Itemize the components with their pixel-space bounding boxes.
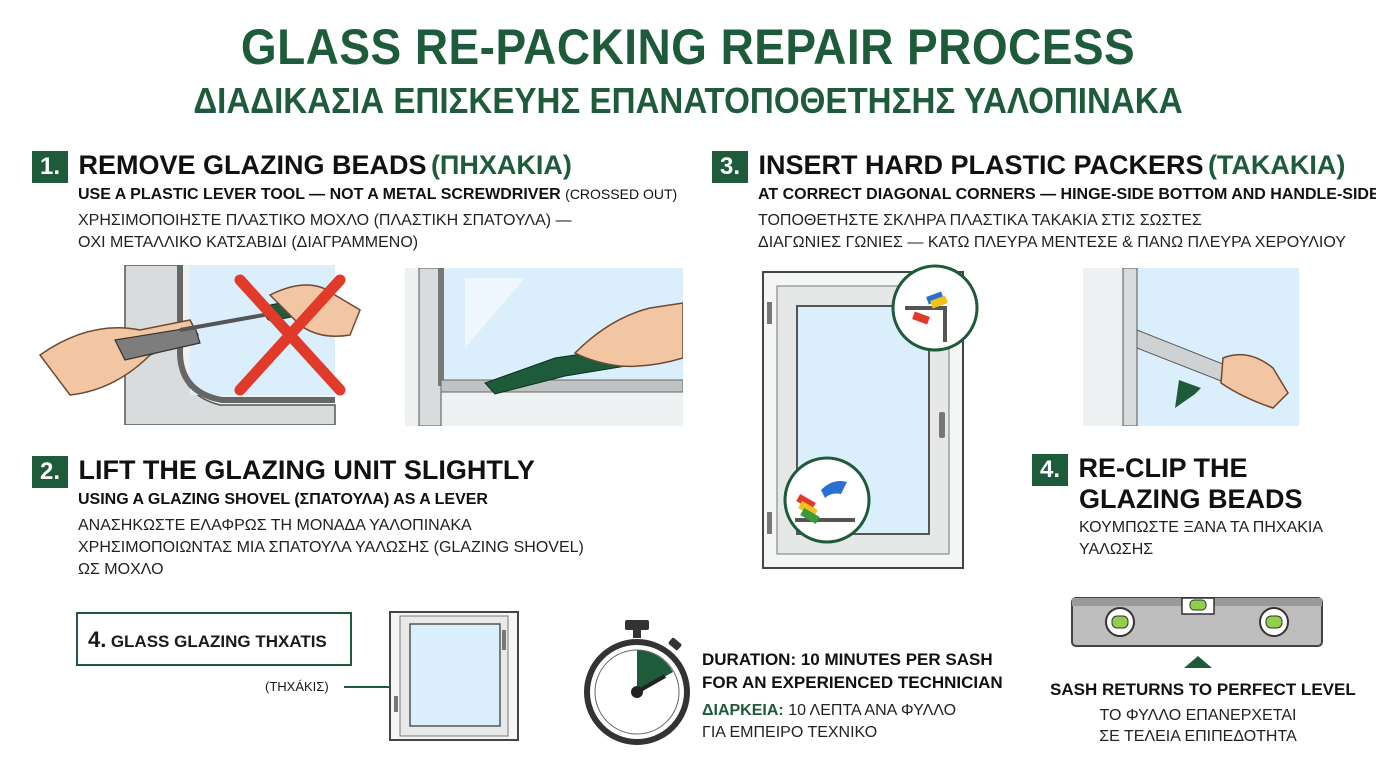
callout-label: GLASS GLAZING THXATIS <box>110 632 327 651</box>
step3-heading: INSERT HARD PLASTIC PACKERS <box>758 150 1204 180</box>
level-greek: ΤΟ ΦΥΛΛΟ ΕΠΑΝΕΡΧΕΤΑΙ ΣΕ ΤΕΛΕΙΑ ΕΠΙΠΕΔΟΤΗ… <box>1050 705 1346 747</box>
duration-english: DURATION: 10 MINUTES PER SASH FOR AN EXP… <box>702 648 1003 694</box>
step3-number: 3. <box>712 151 748 183</box>
callout-number: 4. <box>88 627 107 652</box>
duration-line2: FOR AN EXPERIENCED TECHNICIAN <box>702 673 1003 692</box>
plastic-lever-illustration <box>405 268 683 426</box>
step3-header: 3. INSERT HARD PLASTIC PACKERS (ΤΑΚΑΚΙΑ) <box>712 150 1345 183</box>
glazing-bead-callout: 4. GLASS GLAZING THXATIS <box>76 612 352 666</box>
step1-heading: REMOVE GLAZING BEADS <box>78 150 427 180</box>
reclip-bead-illustration <box>1083 268 1299 426</box>
level-english: SASH RETURNS TO PERFECT LEVEL <box>1050 680 1356 699</box>
spirit-level-icon <box>1071 597 1323 668</box>
step1-sub: USE A PLASTIC LEVER TOOL — NOT A METAL S… <box>78 186 677 204</box>
duration-greek: ΔΙΑΡΚΕΙΑ: 10 ΛΕΠΤΑ ΑΝΑ ΦΥΛΛΟ ΓΙΑ ΕΜΠΕΙΡΟ… <box>702 700 956 744</box>
duration-greek-line1: 10 ΛΕΠΤΑ ΑΝΑ ΦΥΛΛΟ <box>788 702 957 719</box>
step1-sub-text: USE A PLASTIC LEVER TOOL — NOT A METAL S… <box>78 186 561 203</box>
callout-arrow-label: (THXÁKIΣ) <box>265 679 329 694</box>
step1-header: 1. REMOVE GLAZING BEADS (ΠΗΧΑΚΙΑ) <box>32 150 572 183</box>
step2-header: 2. LIFT THE GLAZING UNIT SLIGHTLY <box>32 455 535 488</box>
step1-greek-line1: ΧΡΗΣΙΜΟΠΟΙΗΣΤΕ ΠΛΑΣΤΙΚΟ ΜΟΧΛΟ (ΠΛΑΣΤΙΚΗ … <box>78 212 572 229</box>
step2-sub: USING A GLAZING SHOVEL (ΣΠΑΤΟΥΛΑ) AS A L… <box>78 491 488 508</box>
step1-heading-greek: (ΠΗΧΑΚΙΑ) <box>430 150 572 180</box>
step4-greek-text: ΚΟΥΜΠΩΣΤΕ ΞΑΝΑ ΤΑ ΠΗΧΑΚΙΑ ΥΑΛΩΣΗΣ <box>1079 517 1323 561</box>
step2-number: 2. <box>32 456 68 488</box>
step1-greek-line2: ΟΧΙ ΜΕΤΑΛΛΙΚΟ ΚΑΤΣΑΒΙΔΙ (ΔΙΑΓΡΑΜΜΕΝΟ) <box>78 234 419 251</box>
step1-greek-text: ΧΡΗΣΙΜΟΠΟΙΗΣΤΕ ΠΛΑΣΤΙΚΟ ΜΟΧΛΟ (ΠΛΑΣΤΙΚΗ … <box>78 210 572 254</box>
level-greek-line2: ΣΕ ΤΕΛΕΙΑ ΕΠΙΠΕΔΟΤΗΤΑ <box>1099 728 1297 745</box>
duration-line1: DURATION: 10 MINUTES PER SASH <box>702 650 993 669</box>
page-title: GLASS RE-PACKING REPAIR PROCESS <box>240 19 1136 75</box>
window-packers-illustration <box>762 264 979 569</box>
step2-greek-line2: ΧΡΗΣΙΜΟΠΟΙΩΝΤΑΣ ΜΙΑ ΣΠΑΤΟΥΛΑ ΥΑΛΩΣΗΣ (GL… <box>78 539 584 556</box>
level-greek-line1: ΤΟ ΦΥΛΛΟ ΕΠΑΝΕΡΧΕΤΑΙ <box>1099 707 1297 724</box>
step3-sub: AT CORRECT DIAGONAL CORNERS — HINGE-SIDE… <box>758 186 1376 203</box>
duration-greek-label: ΔΙΑΡΚΕΙΑ: <box>702 702 784 719</box>
step4-header: 4. RE-CLIP THE <box>1032 453 1247 486</box>
step1-number: 1. <box>32 151 68 183</box>
step4-number: 4. <box>1032 454 1068 486</box>
page-subtitle: ΔΙΑΔΙΚΑΣΙΑ ΕΠΙΣΚΕΥΗΣ ΕΠΑΝΑΤΟΠΟΘΕΤΗΣΗΣ ΥΑ… <box>193 80 1183 121</box>
step2-greek-line1: ΑΝΑΣΗΚΩΣΤΕ ΕΛΑΦΡΩΣ ΤΗ ΜΟΝΑΔΑ ΥΑΛΟΠΙΝΑΚΑ <box>78 517 472 534</box>
stopwatch-icon <box>584 620 690 745</box>
step2-greek-text: ΑΝΑΣΗΚΩΣΤΕ ΕΛΑΦΡΩΣ ΤΗ ΜΟΝΑΔΑ ΥΑΛΟΠΙΝΑΚΑ … <box>78 515 584 581</box>
step3-greek-line2: ΔΙΑΓΩΝΙΕΣ ΓΩΝΙΕΣ — ΚΑΤΩ ΠΛΕΥΡΑ ΜΕΝΤΕΣΕ &… <box>758 234 1346 251</box>
duration-greek-line2: ΓΙΑ ΕΜΠΕΙΡΟ ΤΕΧΝΙΚΟ <box>702 724 878 741</box>
callout-text: 4. GLASS GLAZING THXATIS <box>88 627 327 653</box>
step4-greek-line1: ΚΟΥΜΠΩΣΤΕ ΞΑΝΑ ΤΑ ΠΗΧΑΚΙΑ <box>1079 519 1324 536</box>
screwdriver-crossed-illustration <box>38 265 361 425</box>
step3-heading-greek: (ΤΑΚΑΚΙΑ) <box>1207 150 1346 180</box>
step3-greek-line1: ΤΟΠΟΘΕΤΗΣΤΕ ΣΚΛΗΡΑ ΠΛΑΣΤΙΚΑ ΤΑΚΑΚΙΑ ΣΤΙΣ… <box>758 212 1202 229</box>
step1-sub-note: (CROSSED OUT) <box>565 186 678 202</box>
small-window-illustration <box>389 611 519 741</box>
step2-greek-line3: ΩΣ ΜΟΧΛΟ <box>78 561 164 578</box>
step4-greek-line2: ΥΑΛΩΣΗΣ <box>1079 541 1154 558</box>
step3-greek-text: ΤΟΠΟΘΕΤΗΣΤΕ ΣΚΛΗΡΑ ΠΛΑΣΤΙΚΑ ΤΑΚΑΚΙΑ ΣΤΙΣ… <box>758 210 1346 254</box>
step2-heading: LIFT THE GLAZING UNIT SLIGHTLY <box>78 455 535 485</box>
step4-heading-line1: RE-CLIP THE <box>1078 453 1248 483</box>
step4-heading-line2: GLAZING BEADS <box>1079 484 1303 514</box>
